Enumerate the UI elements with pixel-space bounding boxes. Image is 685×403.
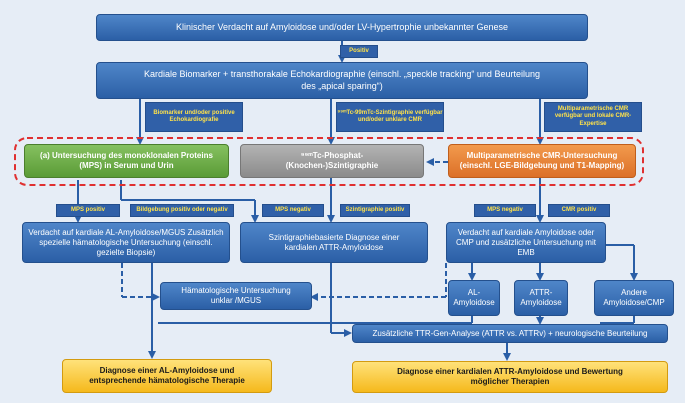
cmr-exam-box: Multiparametrische CMR-Untersuchung (ein… xyxy=(448,144,636,178)
tag-cmr-positiv: CMR positiv xyxy=(548,204,610,217)
al-diagnosis-box: Diagnose einer AL-Amyloidose und entspre… xyxy=(62,359,272,393)
tag-szintigraphie-positiv: Szintigraphie positiv xyxy=(340,204,410,217)
positiv-tag: Positiv xyxy=(340,45,378,58)
amyloidosis-suspicion-box: Verdacht auf kardiale Amyloidose oder CM… xyxy=(446,222,606,263)
tag-cmr-available: Multiparametrische CMR verfügbar und lok… xyxy=(544,102,642,132)
tag-mps-negativ-2: MPS negativ xyxy=(474,204,536,217)
tag-mps-positiv: MPS positiv xyxy=(56,204,120,217)
tag-biomarker-echo: Biomarker und/oder positive Echokardiogr… xyxy=(145,102,243,132)
attr-scinti-diagnosis-box: Szintigraphiebasierte Diagnose einer kar… xyxy=(240,222,428,263)
scintigraphy-box: ⁹⁹ᵐTc-Phosphat-(Knochen-)Szintigraphie xyxy=(240,144,424,178)
haematology-unclear-box: Hämatologische Untersuchung unklar /MGUS xyxy=(160,282,312,310)
al-amyloidosis-box: AL-Amyloidose xyxy=(448,280,500,316)
start-suspicion-box: Klinischer Verdacht auf Amyloidose und/o… xyxy=(96,14,588,41)
biomarker-echo-box: Kardiale Biomarker + transthorakale Echo… xyxy=(96,62,588,99)
mps-test-box: (a) Untersuchung des monoklonalen Protei… xyxy=(24,144,229,178)
al-suspicion-box: Verdacht auf kardiale AL-Amyloidose/MGUS… xyxy=(22,222,230,263)
tag-scintigraphy-available: ⁹⁹ᵐTc-99mTc-Szintigraphie verfügbar und/… xyxy=(336,102,444,132)
imaging-dashed-frame xyxy=(14,137,644,186)
attr-diagnosis-box: Diagnose einer kardialen ATTR-Amyloidose… xyxy=(352,361,668,393)
tag-mps-negativ-1: MPS negativ xyxy=(262,204,324,217)
tag-bildgebung: Bildgebung positiv oder negativ xyxy=(130,204,234,217)
other-amyloidosis-box: Andere Amyloidose/CMP xyxy=(594,280,674,316)
attr-amyloidosis-box: ATTR-Amyloidose xyxy=(514,280,568,316)
ttr-gene-analysis-box: Zusätzliche TTR-Gen-Analyse (ATTR vs. AT… xyxy=(352,324,668,343)
